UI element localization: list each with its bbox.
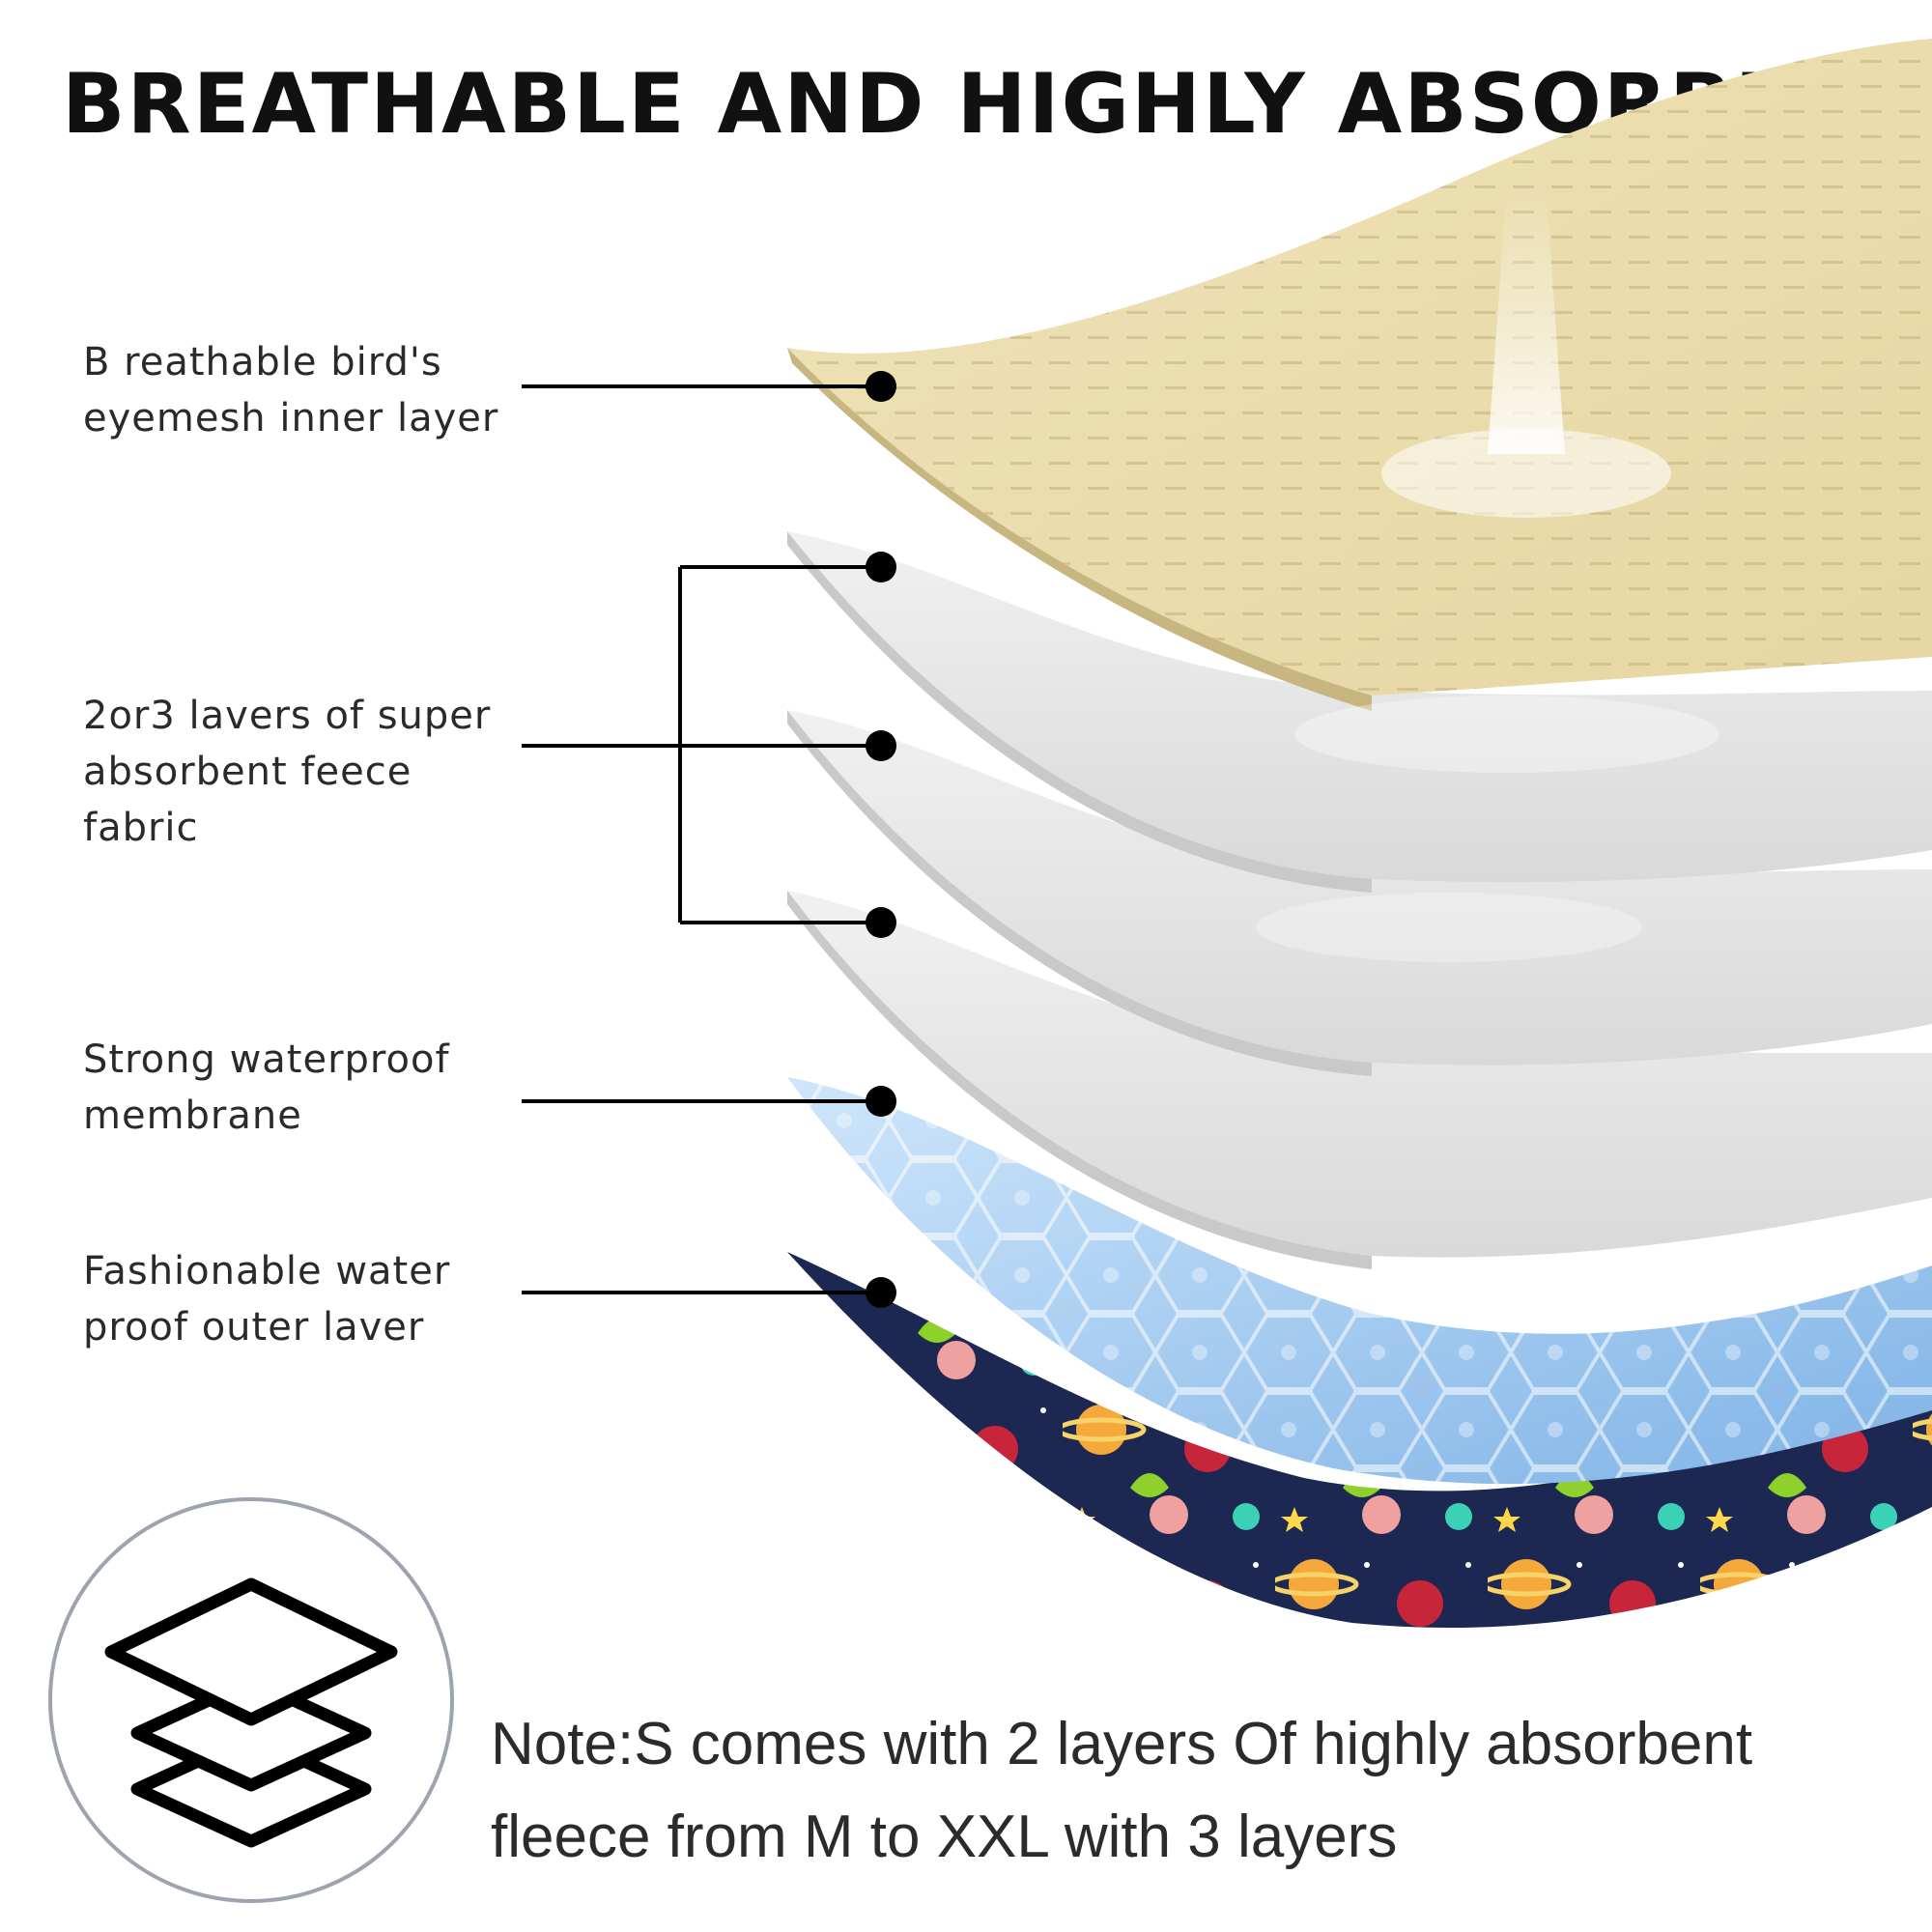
label-fleece-line-3: fabric xyxy=(83,806,199,850)
label-outer-line-2: proof outer laver xyxy=(83,1305,425,1350)
outer-layer-shape xyxy=(787,1252,1932,1628)
label-mesh-line-2: eyemesh inner layer xyxy=(83,396,499,440)
note-line-1: Note:S comes with 2 layers Of highly abs… xyxy=(491,1711,1753,1777)
label-mesh-line-1: B reathable bird's xyxy=(83,340,442,384)
label-fleece-layers: 2or3 lavers of super absorbent feece fab… xyxy=(83,688,491,856)
marker-dot-mesh xyxy=(866,371,896,402)
membrane-hex-texture xyxy=(787,1077,1932,1485)
water-jet xyxy=(1488,184,1565,454)
size-note: Note:S comes with 2 layers Of highly abs… xyxy=(491,1698,1752,1884)
marker-dot-fleece-2 xyxy=(866,730,896,761)
label-fleece-line-1: 2or3 lavers of super xyxy=(83,694,492,738)
marker-dot-outer xyxy=(866,1277,896,1308)
stacked-layers-icon xyxy=(104,1577,398,1848)
marker-dot-fleece-3 xyxy=(866,907,896,938)
mesh-texture xyxy=(787,39,1932,696)
note-line-2: fleece from M to XXL with 3 layers xyxy=(491,1804,1398,1870)
label-membrane-layer: Strong waterproof membrane xyxy=(83,1032,450,1144)
label-membrane-line-2: membrane xyxy=(83,1094,302,1138)
water-splash xyxy=(1381,429,1671,518)
label-mesh-layer: B reathable bird's eyemesh inner layer xyxy=(83,334,498,446)
label-outer-layer: Fashionable water proof outer laver xyxy=(83,1243,450,1355)
marker-dot-membrane xyxy=(866,1086,896,1117)
label-outer-line-1: Fashionable water xyxy=(83,1249,451,1293)
label-membrane-line-1: Strong waterproof xyxy=(83,1037,450,1082)
marker-dot-fleece-1 xyxy=(866,552,896,582)
label-fleece-line-2: absorbent feece xyxy=(83,750,412,794)
leader-lines xyxy=(522,384,881,1294)
